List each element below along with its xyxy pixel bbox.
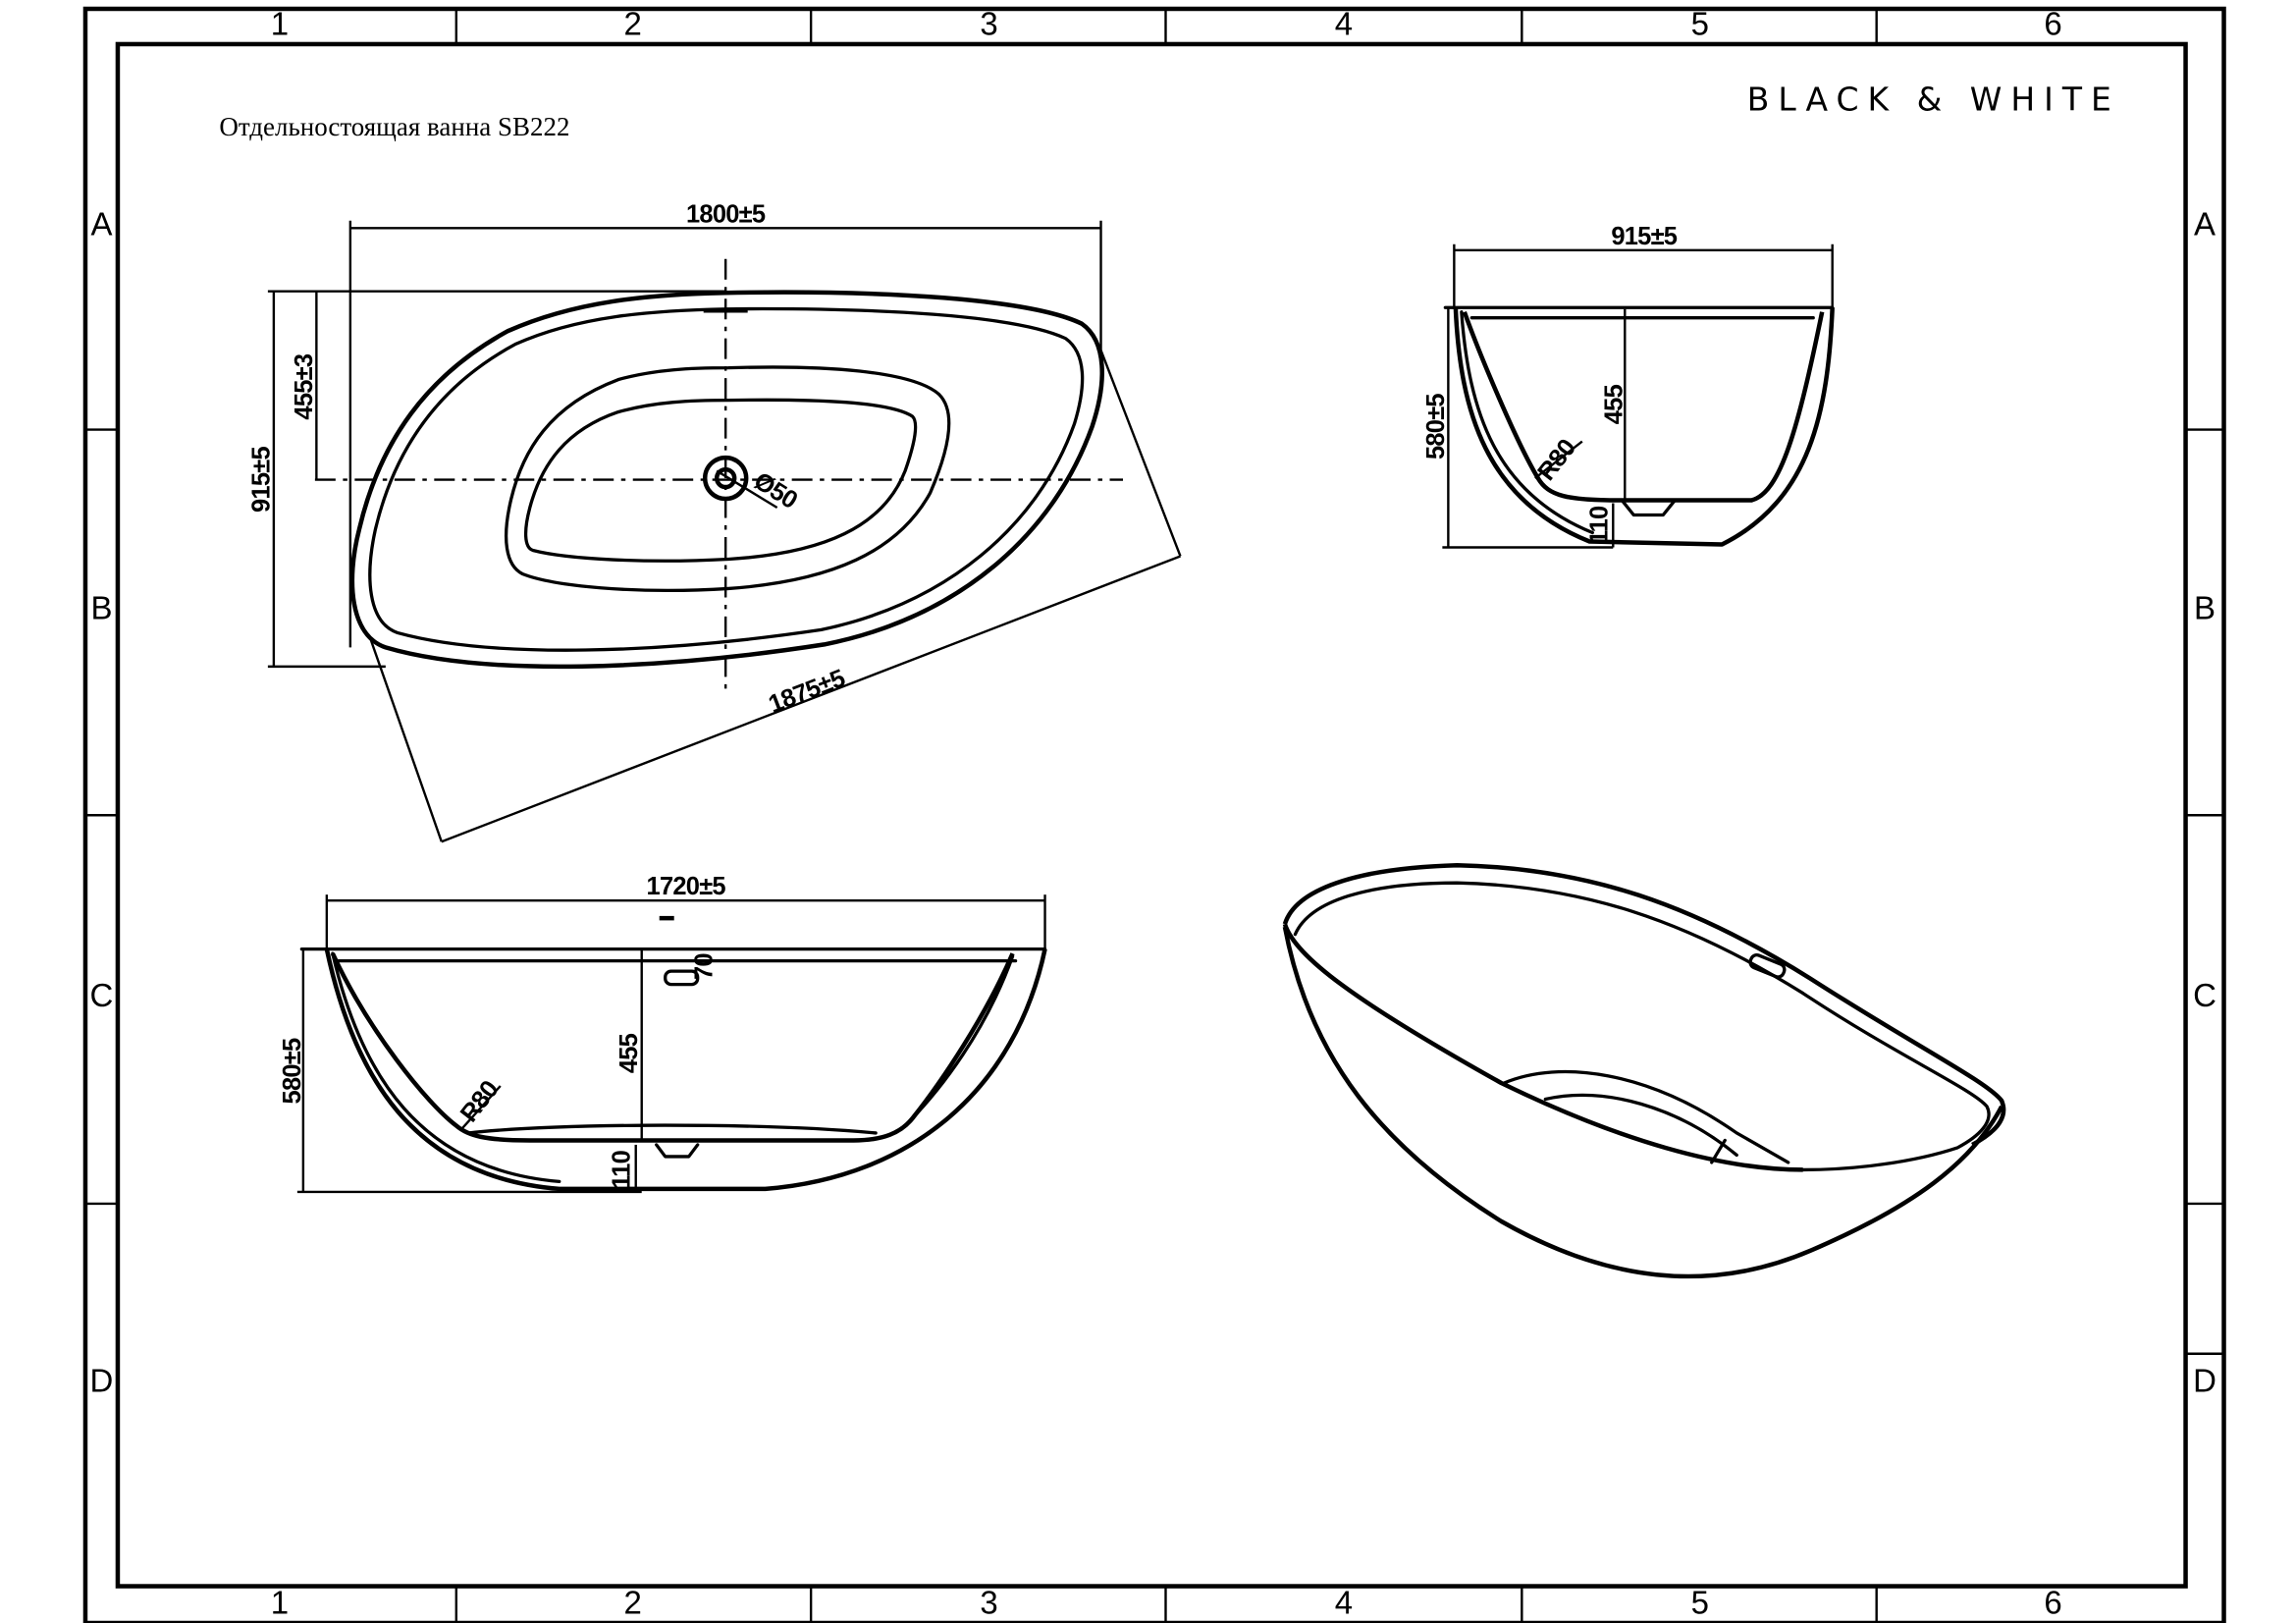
dim-side-length: 1720±5	[647, 873, 726, 900]
plan-view: Ø50 1800±5 915±5 455±3 1875±5	[247, 200, 1182, 843]
dim-end-base: 110	[1585, 506, 1613, 544]
zone-col-6-bottom: 6	[2044, 1585, 2061, 1621]
zone-dividers	[84, 8, 2224, 1623]
side-basin-floor	[466, 1123, 878, 1135]
iso-inner-rim	[1293, 881, 1991, 1172]
side-inner-basin	[330, 952, 1015, 1143]
zone-col-6: 6	[2044, 6, 2061, 42]
side-drain-icon	[655, 1143, 700, 1159]
zone-col-3: 3	[980, 6, 997, 42]
plan-drain-icon	[702, 455, 749, 502]
dim-plan-diagonal: 1875±5	[765, 665, 849, 719]
plan-basin-inner	[523, 398, 918, 563]
drawing-title: Отдельностоящая ванна SB222	[219, 112, 569, 141]
outer-border	[82, 6, 2226, 1623]
dim-plan-width: 915±5	[247, 447, 275, 513]
dim-side-height: 580±5	[279, 1038, 306, 1104]
side-basin-wall-right	[903, 954, 1015, 1128]
iso-outer-rim	[1282, 862, 2006, 1147]
side-outer-shell	[324, 948, 1047, 1192]
dim-end-depth: 455	[1600, 384, 1628, 424]
end-outer-shell-inner	[1460, 310, 1594, 535]
zone-col-3-bottom: 3	[980, 1585, 997, 1621]
iso-basin-floor	[1502, 1069, 1790, 1164]
end-inner-basin	[1462, 310, 1825, 503]
side-overflow-icon	[664, 969, 700, 987]
zone-row-a: A	[90, 205, 112, 242]
zone-row-d: D	[90, 1362, 114, 1398]
end-drain-icon	[1620, 498, 1677, 517]
plan-outer-rim	[349, 290, 1104, 670]
end-outer-shell	[1453, 307, 1835, 547]
zone-row-c-right: C	[2193, 977, 2216, 1013]
iso-overflow-icon	[1748, 952, 1787, 979]
iso-body	[1282, 926, 2004, 1279]
zone-row-d-right: D	[2193, 1362, 2216, 1398]
zone-col-1: 1	[271, 6, 289, 42]
sheet-frame: 1 2 3 4 5 6 1 2 3 4 5 6 A B C D A B C D	[82, 6, 2226, 1623]
zone-row-b: B	[90, 590, 112, 626]
plan-inner-rim	[368, 306, 1085, 652]
side-view: 1720±5 455 110 580±5 R80 70	[279, 873, 1047, 1194]
plan-drain-inner-icon	[714, 466, 737, 490]
dim-end-height: 580±5	[1422, 394, 1450, 460]
zone-col-1-bottom: 1	[271, 1585, 289, 1621]
perspective-view	[1282, 862, 2006, 1279]
dim-side-depth: 455	[615, 1033, 643, 1073]
iso-front-lip	[1282, 923, 1803, 1172]
zone-col-5: 5	[1691, 6, 1709, 42]
zone-col-4-bottom: 4	[1335, 1585, 1353, 1621]
dim-plan-length: 1800±5	[686, 200, 766, 228]
zone-col-4: 4	[1335, 6, 1353, 42]
zone-col-2-bottom: 2	[624, 1585, 642, 1621]
inner-border	[115, 41, 2188, 1589]
dim-side-base: 110	[609, 1150, 636, 1188]
dim-side-radius: R80	[455, 1075, 505, 1127]
dim-drain-diameter: Ø50	[749, 467, 802, 514]
zone-col-5-bottom: 5	[1691, 1585, 1709, 1621]
zone-row-a-right: A	[2194, 205, 2216, 242]
plan-basin-outer	[504, 365, 951, 592]
side-outer-shell-inner	[331, 951, 561, 1184]
dim-side-overflow: 70	[691, 953, 719, 980]
iso-basin-floor-inner	[1543, 1093, 1738, 1158]
dim-plan-drain-offset: 455±3	[291, 353, 318, 419]
dim-end-width: 915±5	[1611, 223, 1677, 250]
end-view: 915±5 455 110 580±5 R80	[1422, 223, 1835, 549]
zone-col-2: 2	[624, 6, 642, 42]
zone-row-c: C	[90, 977, 114, 1013]
brand-logo: BLACK & WHITE	[1747, 80, 2120, 118]
zone-row-b-right: B	[2194, 590, 2216, 626]
